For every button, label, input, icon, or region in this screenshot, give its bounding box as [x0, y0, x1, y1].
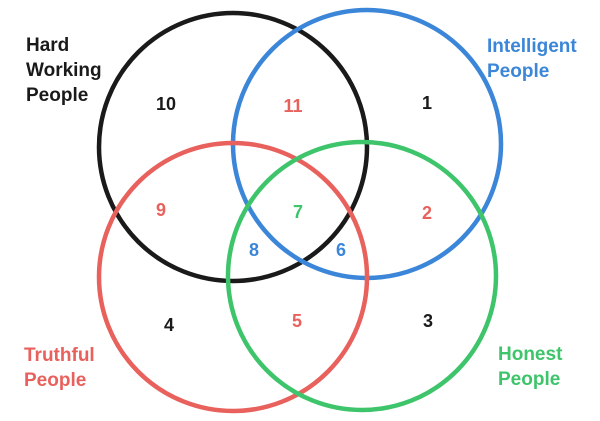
region-truthful-honest: 5	[292, 311, 302, 331]
region-hard-working-intelligent-honest: 6	[336, 240, 346, 260]
region-hard-working-truthful: 9	[156, 200, 166, 220]
intelligent-label: Intelligent People	[487, 36, 582, 82]
hard-working-circle	[96, 10, 370, 284]
region-hard-working-truthful-honest: 8	[249, 240, 259, 260]
region-intelligent-honest: 2	[422, 203, 432, 223]
truthful-circle	[96, 140, 370, 414]
region-hard-working-intelligent: 11	[283, 96, 302, 116]
honest-circle	[225, 139, 499, 413]
truthful-label: Truthful People	[24, 345, 100, 391]
honest-label: Honest People	[498, 344, 568, 390]
region-hard-working-only: 10	[156, 94, 176, 114]
region-intelligent-only: 1	[422, 93, 432, 113]
region-truthful-only: 4	[164, 315, 174, 335]
region-all-four: 7	[293, 202, 303, 222]
hard-working-label: Hard Working People	[26, 35, 107, 106]
region-honest-only: 3	[423, 311, 433, 331]
